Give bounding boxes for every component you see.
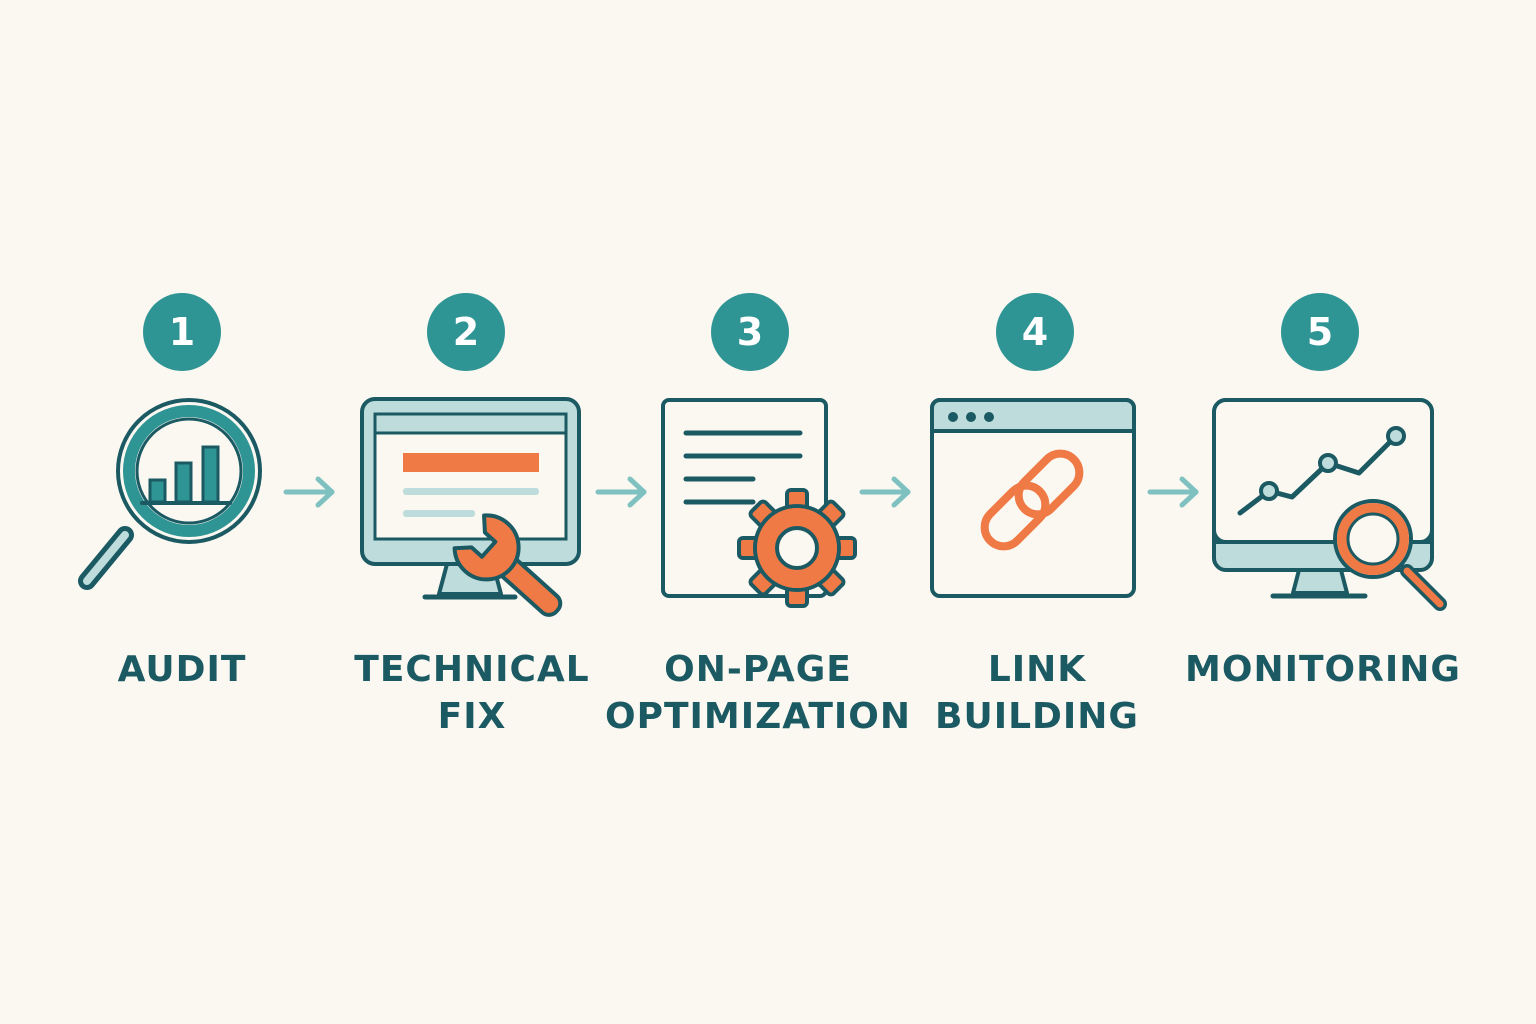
step-2-number-badge: 2 xyxy=(427,293,505,371)
magnifier-bar-chart-icon xyxy=(78,398,262,590)
browser-link-icon xyxy=(930,398,1136,598)
arrow-right-icon xyxy=(283,476,335,508)
monitor-wrench-icon xyxy=(360,397,581,617)
monitor-chart-magnifier-icon xyxy=(1212,398,1447,611)
document-gear-icon xyxy=(661,398,857,608)
arrow-right-icon xyxy=(1147,476,1199,508)
step-3-label: ON-PAGE OPTIMIZATION xyxy=(604,649,911,737)
step-5-number-badge: 5 xyxy=(1281,293,1359,371)
arrow-right-icon xyxy=(595,476,647,508)
step-2-label: TECHNICAL FIX xyxy=(354,649,590,737)
step-1-number-badge: 1 xyxy=(143,293,221,371)
step-5-label: MONITORING xyxy=(1185,649,1461,690)
step-4-label: LINK BUILDING xyxy=(935,649,1139,737)
step-4-number-badge: 4 xyxy=(996,293,1074,371)
arrow-right-icon xyxy=(859,476,911,508)
step-1-label: AUDIT xyxy=(117,649,247,690)
step-3-number-badge: 3 xyxy=(711,293,789,371)
